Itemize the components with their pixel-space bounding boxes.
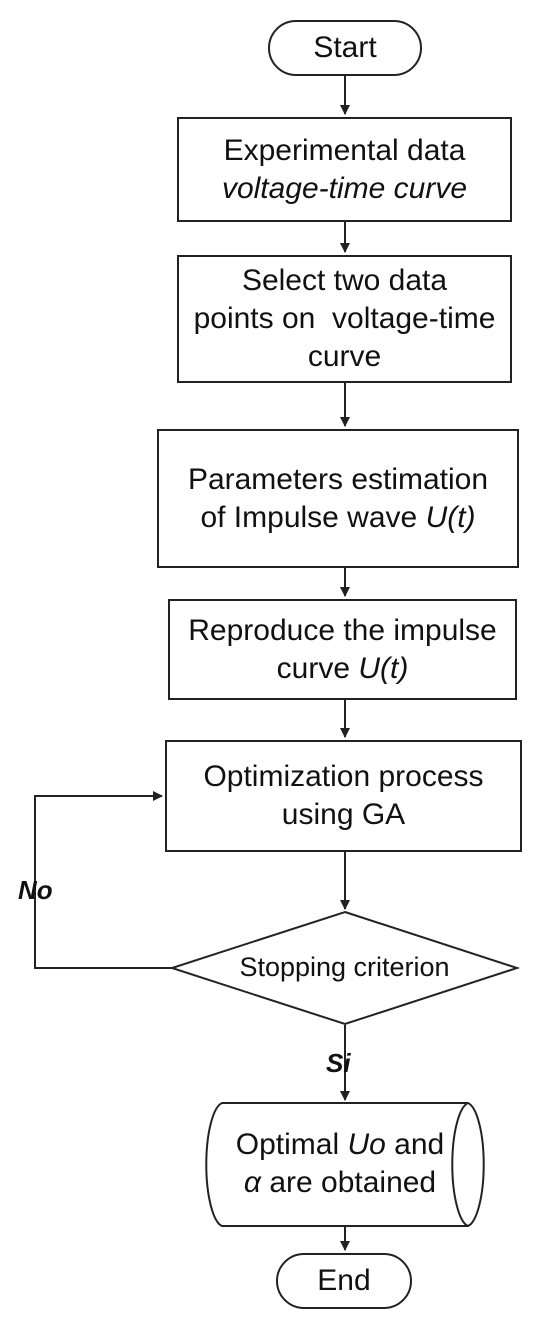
output-symbol-uo: Uo bbox=[347, 1128, 386, 1161]
step3-line2-text: of Impulse wave bbox=[200, 500, 426, 534]
decision-label: Stopping criterion bbox=[239, 952, 450, 982]
output-line1-c: and bbox=[385, 1128, 445, 1161]
output-line2-b: are obtained bbox=[260, 1166, 437, 1199]
output-line2: α are obtained bbox=[205, 1164, 475, 1202]
step5-line2: using GA bbox=[281, 798, 406, 831]
output-line1: Optimal Uo and bbox=[205, 1126, 475, 1164]
step-experimental-data: Experimental data voltage-time curve bbox=[177, 117, 512, 222]
step2-line2: points on voltage-time bbox=[193, 302, 496, 335]
step1-line1: Experimental data bbox=[223, 133, 466, 167]
step4-line1: Reproduce the impulse bbox=[188, 613, 497, 647]
step4-line2-text: curve bbox=[276, 651, 359, 685]
step1-line2: voltage-time curve bbox=[221, 171, 468, 205]
output-cylinder-back-edge bbox=[451, 1102, 469, 1227]
decision-diamond bbox=[168, 910, 521, 1026]
step-parameters-estimation: Parameters estimation of Impulse wave U(… bbox=[157, 429, 519, 568]
output-label: Optimal Uo and α are obtained bbox=[205, 1126, 475, 1202]
step-select-points: Select two data points on voltage-time c… bbox=[177, 255, 512, 383]
step3-line1: Parameters estimation bbox=[187, 462, 489, 496]
step-optimization: Optimization process using GA bbox=[165, 740, 522, 852]
step3-formula: U(t) bbox=[425, 500, 476, 534]
end-label: End bbox=[317, 1264, 371, 1297]
step3-line2: of Impulse wave U(t) bbox=[200, 499, 475, 537]
output-line1-a: Optimal bbox=[235, 1128, 348, 1161]
step2-line1: Select two data bbox=[241, 264, 448, 297]
start-terminal: Start bbox=[268, 20, 422, 76]
yes-label: Si bbox=[326, 1048, 351, 1078]
step-reproduce-curve: Reproduce the impulse curve U(t) bbox=[168, 599, 517, 700]
step4-line2: curve U(t) bbox=[277, 650, 409, 688]
output-symbol-alpha: α bbox=[243, 1166, 261, 1199]
arrow-no-loop bbox=[34, 791, 172, 969]
step4-formula: U(t) bbox=[358, 651, 409, 685]
step2-line3: curve bbox=[307, 340, 382, 373]
start-label: Start bbox=[313, 31, 377, 64]
end-terminal: End bbox=[276, 1253, 412, 1309]
step5-line1: Optimization process bbox=[203, 760, 484, 793]
no-label: No bbox=[18, 875, 53, 905]
